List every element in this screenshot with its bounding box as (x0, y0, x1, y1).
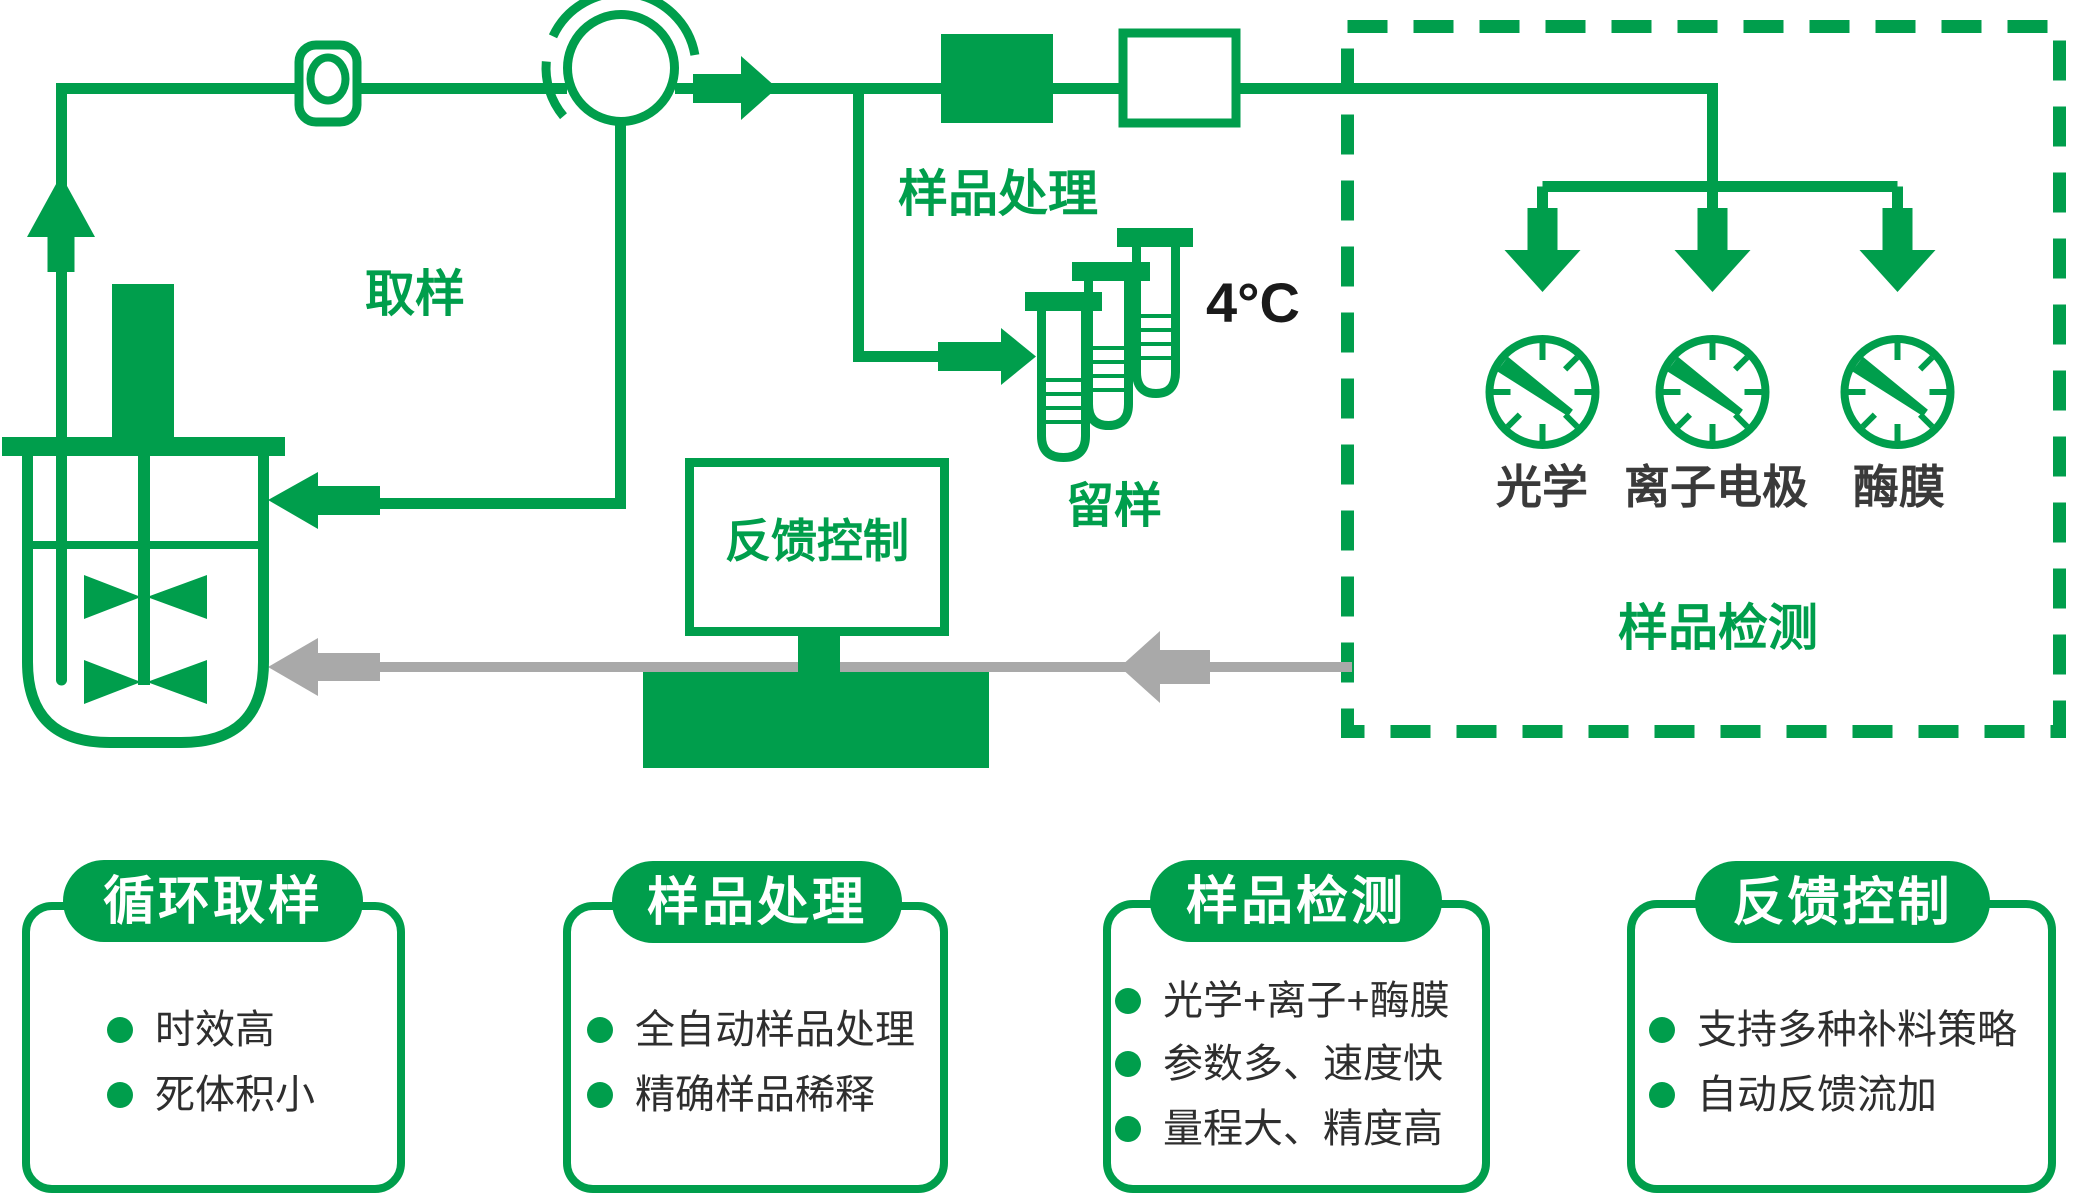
label-gauge-ion-electrode: 离子电极 (1624, 461, 1808, 513)
bullet-dot-icon (1649, 1082, 1675, 1108)
bullet-text: 量程大、精度高 (1163, 1107, 1443, 1151)
label-feedback-control: 反馈控制 (725, 515, 909, 567)
pump-return-pipe (358, 110, 626, 509)
bullet-text: 自动反馈流加 (1697, 1073, 1937, 1117)
list-item: 时效高 (107, 1008, 275, 1052)
detection-manifold-pipe (1537, 181, 1903, 214)
label-gauge-optical: 光学 (1496, 461, 1588, 513)
bullet-dot-icon (1115, 988, 1141, 1014)
branch-to-tubes-pipe (853, 88, 942, 362)
card-cyclic-sampling-header: 循环取样 (63, 860, 363, 942)
monitor-screen (685, 458, 949, 636)
list-item: 自动反馈流加 (1649, 1073, 1937, 1117)
monitor-base (643, 672, 989, 768)
bullet-text: 精确样品稀释 (635, 1073, 875, 1117)
list-item: 光学+离子+酶膜 (1115, 979, 1450, 1023)
reactor-vessel (22, 456, 269, 748)
label-gauge-enzyme-membrane: 酶膜 (1853, 461, 1945, 513)
test-tube-icon (1072, 262, 1150, 431)
detection-down-arrow-icon (1674, 208, 1751, 292)
gauge-enzyme-membrane-icon (1845, 339, 1951, 445)
label-sample-detection: 样品检测 (1618, 600, 1818, 656)
list-item: 全自动样品处理 (587, 1008, 915, 1052)
pipes (56, 83, 1903, 509)
filter-to-detection-pipe (1236, 83, 1718, 192)
gauge-optical-icon (1490, 339, 1596, 445)
gauge-ion-electrode-icon (1660, 339, 1766, 445)
card-sample-detection-header: 样品检测 (1150, 860, 1442, 942)
to-tubes-arrow-icon (938, 328, 1036, 385)
bullet-text: 死体积小 (155, 1073, 315, 1117)
impeller-icon (84, 575, 207, 704)
return-arrow-icon (268, 472, 380, 529)
bullet-dot-icon (107, 1017, 133, 1043)
bullet-text: 全自动样品处理 (635, 1008, 915, 1052)
bullet-dot-icon (587, 1082, 613, 1108)
up-arrow-icon (27, 175, 95, 272)
pump-icon (541, 0, 700, 126)
label-retained-sample: 留样 (1066, 480, 1162, 533)
card-sample-detection (1103, 900, 1490, 1193)
pump-out-arrow-icon (693, 56, 777, 120)
list-item: 参数多、速度快 (1115, 1042, 1443, 1086)
bullet-text: 时效高 (155, 1008, 275, 1052)
monitor-neck (798, 636, 840, 672)
filter-box-filled (941, 34, 1053, 123)
label-sample-processing: 样品处理 (898, 166, 1098, 222)
bullet-dot-icon (107, 1082, 133, 1108)
feedback-arrow-mid-icon (1120, 631, 1160, 703)
detection-down-arrow-icon (1859, 208, 1936, 292)
bullet-text: 参数多、速度快 (1163, 1042, 1443, 1086)
sample-tubes-icon (1025, 228, 1193, 463)
list-item: 死体积小 (107, 1073, 315, 1117)
filter-box-outline (1118, 28, 1241, 128)
reactor-lid (2, 437, 285, 456)
list-item: 支持多种补料策略 (1649, 1008, 2017, 1052)
bioreactor-icon (2, 284, 285, 748)
valve-icon (294, 40, 362, 127)
riser-and-top-pipe (56, 83, 567, 437)
label-sampling: 取样 (365, 266, 465, 322)
bullet-dot-icon (587, 1017, 613, 1043)
bullet-dot-icon (1115, 1116, 1141, 1142)
flow-diagram: 取样 样品处理 4°C 留样 反馈控制 样品检测 光学 离子电极 酶膜 (2, 0, 2066, 768)
bullet-dot-icon (1115, 1051, 1141, 1077)
bullet-text: 支持多种补料策略 (1697, 1008, 2017, 1052)
sample-detection-dashed-box (1341, 20, 2066, 738)
test-tube-icon (1117, 228, 1193, 399)
flow-arrows (27, 56, 1936, 529)
feedback-signal-line (268, 631, 1352, 703)
card-sample-processing (563, 902, 948, 1193)
test-tube-icon (1025, 292, 1102, 463)
feedback-arrow-into-reactor-icon (268, 638, 318, 696)
label-temperature: 4°C (1206, 271, 1300, 334)
monitor-icon (643, 458, 989, 768)
card-sample-processing-header: 样品处理 (612, 861, 902, 943)
list-item: 精确样品稀释 (587, 1073, 875, 1117)
list-item: 量程大、精度高 (1115, 1107, 1443, 1151)
stirrer-motor (112, 284, 174, 437)
detection-down-arrow-icon (1504, 208, 1581, 292)
card-feedback-control-header: 反馈控制 (1695, 861, 1990, 943)
bullet-text: 光学+离子+酶膜 (1163, 979, 1450, 1023)
bullet-dot-icon (1649, 1017, 1675, 1043)
